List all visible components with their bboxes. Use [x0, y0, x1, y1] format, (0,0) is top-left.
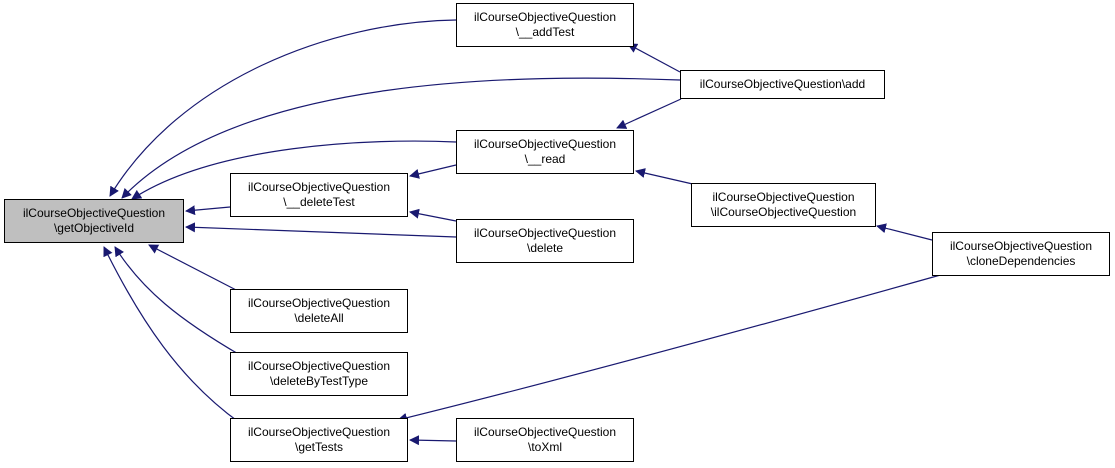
node-label-line1: ilCourseObjectiveQuestion: [247, 180, 391, 194]
node-label-line1: ilCourseObjectiveQuestion: [247, 296, 391, 310]
node-label-line2: \getTests: [294, 440, 344, 454]
node-label-line2: \getObjectiveId: [53, 221, 135, 235]
edge-add-to-read: [616, 98, 682, 129]
node-label-line1: ilCourseObjectiveQuestion: [247, 425, 391, 439]
node-deleteTest[interactable]: ilCourseObjectiveQuestion \__deleteTest: [230, 173, 408, 217]
node-label-line2: \delete: [526, 241, 564, 255]
edge-delete-to-deleteTest: [409, 208, 457, 222]
edge-deleteAll-to-getObjectiveId: [148, 244, 241, 293]
node-label-line2: \ilCourseObjectiveQuestion: [710, 205, 857, 219]
node-read[interactable]: ilCourseObjectiveQuestion \__read: [456, 130, 634, 174]
node-label-line1: ilCourseObjectiveQuestion: [473, 137, 617, 151]
node-toXml[interactable]: ilCourseObjectiveQuestion \toXml: [456, 418, 634, 462]
node-delete[interactable]: ilCourseObjectiveQuestion \delete: [456, 219, 634, 263]
node-label-line1: ilCourseObjectiveQuestion: [473, 226, 617, 240]
node-label-line2: \__deleteTest: [283, 195, 355, 209]
edge-delete-to-getObjectiveId: [185, 222, 457, 238]
node-add[interactable]: ilCourseObjectiveQuestion\add: [680, 70, 885, 99]
node-label-line1: ilCourseObjectiveQuestion\add: [699, 77, 866, 91]
node-addTest[interactable]: ilCourseObjectiveQuestion \__addTest: [456, 3, 634, 47]
node-label-line1: ilCourseObjectiveQuestion: [22, 206, 166, 220]
node-label-line1: ilCourseObjectiveQuestion: [473, 425, 617, 439]
node-label-line2: \deleteByTestType: [269, 374, 369, 388]
edge-deleteTest-to-getObjectiveId: [185, 205, 231, 216]
node-label-line2: \cloneDependencies: [966, 254, 1076, 268]
node-label-line2: \deleteAll: [294, 311, 344, 325]
node-label-line1: ilCourseObjectiveQuestion: [247, 359, 391, 373]
node-deleteByTestType[interactable]: ilCourseObjectiveQuestion \deleteByTestT…: [230, 352, 408, 396]
edge-getTests-to-getObjectiveId: [103, 246, 241, 424]
edge-add-to-getObjectiveId: [121, 77, 681, 199]
node-label-line2: \__read: [524, 152, 566, 166]
node-label-line1: ilCourseObjectiveQuestion: [949, 239, 1093, 253]
edge-cloneDependencies-to-constructor: [876, 223, 933, 241]
node-deleteAll[interactable]: ilCourseObjectiveQuestion \deleteAll: [230, 289, 408, 333]
edge-constructor-to-read: [635, 168, 698, 186]
edge-add-to-addTest: [627, 43, 681, 73]
node-getObjectiveId: ilCourseObjectiveQuestion \getObjectiveI…: [4, 199, 184, 243]
edge-toXml-to-getTests: [409, 435, 457, 446]
node-label-line1: ilCourseObjectiveQuestion: [473, 10, 617, 24]
edge-deleteByTestType-to-getObjectiveId: [114, 246, 241, 356]
node-cloneDependencies[interactable]: ilCourseObjectiveQuestion \cloneDependen…: [932, 232, 1110, 276]
node-getTests[interactable]: ilCourseObjectiveQuestion \getTests: [230, 418, 408, 462]
node-label-line2: \__addTest: [515, 25, 575, 39]
node-constructor[interactable]: ilCourseObjectiveQuestion \ilCourseObjec…: [691, 183, 876, 227]
edge-read-to-deleteTest: [409, 164, 457, 179]
node-label-line1: ilCourseObjectiveQuestion: [712, 190, 855, 204]
edge-read-to-getObjectiveId: [131, 140, 457, 200]
edge-addTest-to-getObjectiveId: [109, 19, 457, 197]
edge-cloneDependencies-to-getTests: [397, 273, 945, 423]
node-label-line2: \toXml: [527, 440, 562, 454]
